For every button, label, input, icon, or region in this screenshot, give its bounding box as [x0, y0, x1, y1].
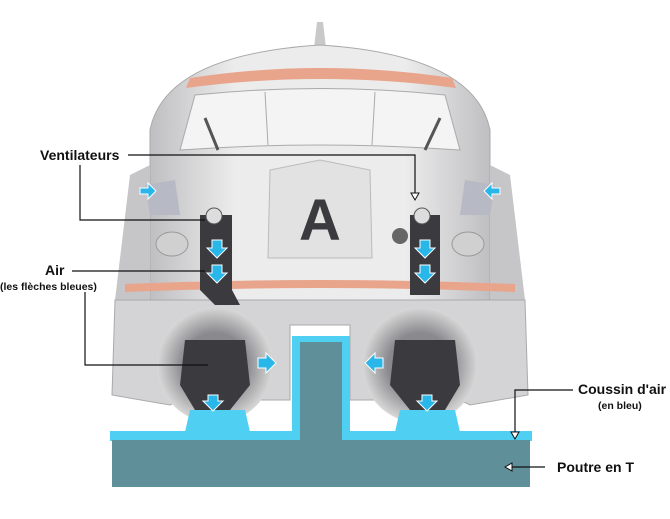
label-cushion: Coussin d'air: [578, 381, 667, 397]
label-air: Air: [45, 262, 65, 278]
windshield: [179, 88, 461, 151]
antenna: [314, 22, 326, 48]
plenum-right: [390, 340, 460, 410]
label-air-note: (les flèches bleues): [0, 281, 97, 293]
logo-letter: A: [299, 188, 341, 253]
fan-left-icon: [205, 207, 223, 225]
plenum-left: [180, 340, 250, 410]
wiper-left: [203, 117, 220, 151]
front-panel: [267, 159, 373, 259]
headlight-right: [451, 231, 485, 257]
t-beam-stem: [300, 342, 342, 442]
air-arrows: [139, 181, 501, 412]
fan-duct-left: [200, 215, 240, 305]
label-fans: Ventilateurs: [40, 147, 120, 163]
label-cushion-note: (en bleu): [598, 400, 642, 412]
headlight-left: [155, 231, 189, 257]
label-beam: Poutre en T: [557, 459, 635, 475]
leader-lines: [72, 154, 573, 468]
roof-stripe: [186, 68, 456, 88]
wiper-right: [423, 117, 442, 151]
t-beam-bar: [112, 440, 530, 487]
fan-right-icon: [413, 207, 431, 225]
